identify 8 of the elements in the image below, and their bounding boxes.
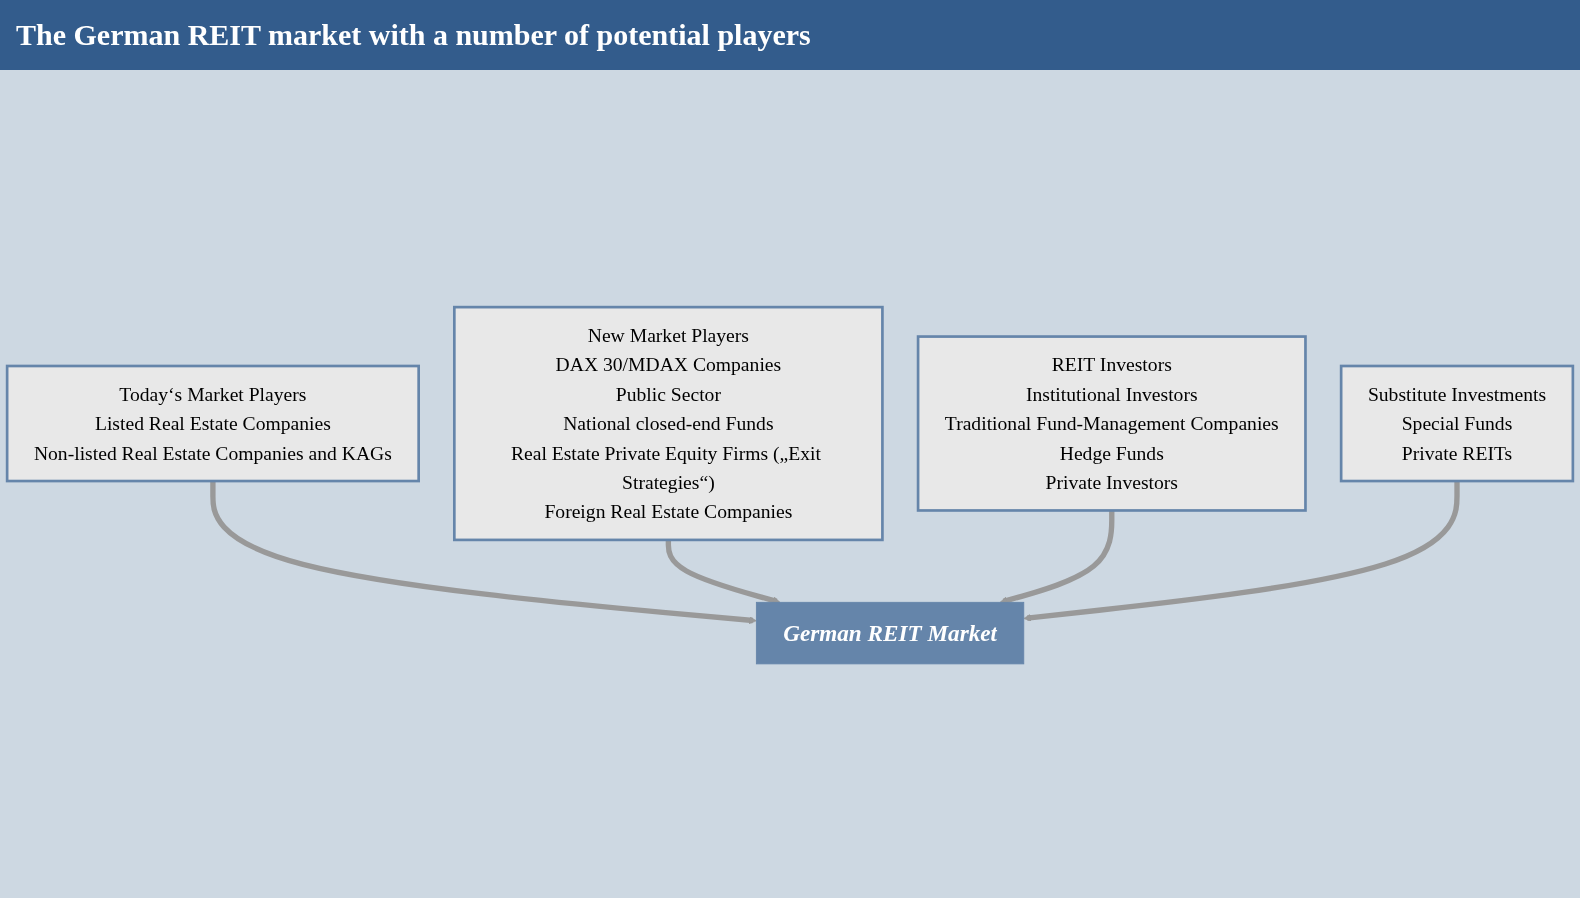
node-box: German REIT Market — [755, 601, 1025, 665]
node-box: Today‘s Market Players Listed Real Estate Companies Non-listed Real Estate Companies and KAGs — [5, 364, 420, 483]
arrow — [210, 481, 757, 625]
node-box: New Market Players DAX 30/MDAX Companies Public Sector National closed-end Funds Real Estate Private Equity Firms („Exit Strategies“) Foreign Real Estate Companies — [453, 305, 884, 542]
node-box: Substitute Investments Special Funds Private REITs — [1339, 364, 1575, 483]
title-banner: The German REIT market with a number of potential players — [0, 0, 1580, 70]
arrow — [1023, 481, 1460, 622]
node-box: REIT Investors Institutional Investors Traditional Fund-Management Companies Hedge Funds Private Investors — [916, 335, 1307, 512]
